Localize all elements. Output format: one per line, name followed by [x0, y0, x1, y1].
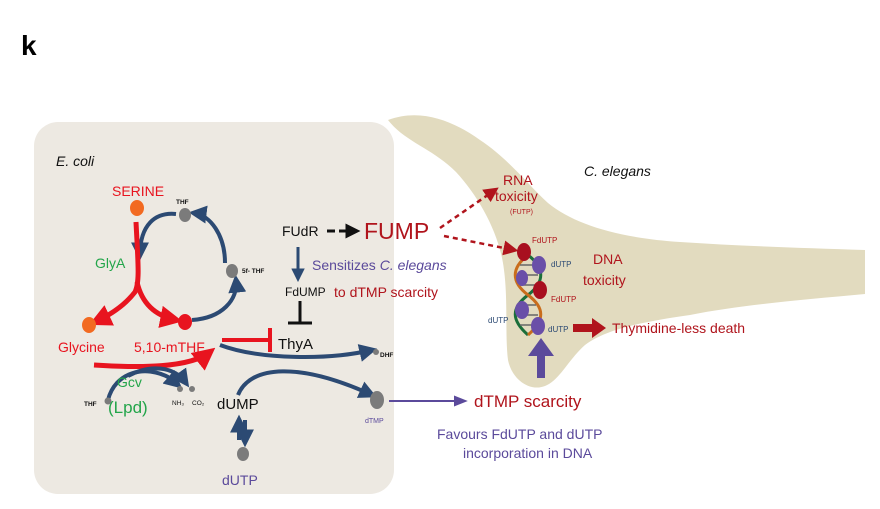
thf-bottom-label: THF [84, 401, 97, 408]
to-dtmp-scarcity-label: to dTMP scarcity [334, 284, 438, 300]
dtmp-label: dTMP [365, 418, 384, 425]
panel-letter: k [21, 30, 37, 61]
favours-line2: incorporation in DNA [463, 445, 593, 461]
incorporation-arrow [528, 338, 554, 378]
glya-label: GlyA [95, 255, 126, 271]
gcv-label: Gcv [117, 374, 142, 390]
nh3-node [177, 386, 183, 392]
dump-to-dtmp-arrow [236, 369, 377, 398]
dhf-label: DHF [380, 352, 393, 359]
glycine-label: Glycine [58, 339, 105, 355]
mthf-node [178, 314, 192, 330]
serine-to-glycine-arrow [88, 221, 141, 326]
dna-label: DNA [593, 251, 623, 267]
thf-bottom-node [104, 397, 112, 405]
fump-label: FUMP [364, 218, 429, 244]
celegans-label: C. elegans [584, 163, 651, 179]
gcv-co2-arrow [127, 366, 190, 388]
dump-label: dUMP [217, 396, 259, 413]
serine-to-mthf-arrow [134, 281, 183, 328]
thymidine-less-arrow [573, 318, 606, 338]
fump-to-rna-arrow [439, 187, 499, 230]
nh3-label: NH₃ [172, 400, 184, 407]
thf-top-node [179, 208, 191, 222]
mthf-label: 5,10-mTHF [134, 339, 205, 355]
thymidine-less-death-label: Thymidine-less death [612, 320, 745, 336]
dutp-node [237, 447, 249, 461]
sensitizes-label: Sensitizes C. elegans [312, 257, 447, 273]
futp-label: (FUTP) [510, 209, 533, 216]
5fthf-node [226, 264, 238, 278]
lpd-label: (Lpd) [108, 398, 148, 417]
serine-node [130, 200, 144, 216]
glycine-node [82, 317, 96, 333]
serine-label: SERINE [112, 183, 164, 199]
fdutp-label-2: FdUTP [551, 295, 576, 304]
dna-toxicity-label: toxicity [583, 272, 626, 288]
worm-body [388, 115, 865, 388]
dutp-helix-label-1: dUTP [551, 260, 571, 269]
5fthf-to-thf-arrow [188, 205, 227, 264]
thf-to-serine-arrow [131, 211, 177, 261]
dtmp-node [370, 391, 384, 409]
dutp-helix-label-2: dUTP [488, 316, 508, 325]
ecoli-label: E. coli [56, 153, 95, 169]
favours-line1: Favours FdUTP and dUTP [437, 426, 602, 442]
co2-label: CO₂ [192, 400, 205, 407]
rna-toxicity-label: toxicity [495, 188, 538, 204]
ecoli-cell-box [34, 122, 394, 494]
dutp-helix-label-3: dUTP [548, 325, 568, 334]
dutp-label: dUTP [222, 472, 258, 488]
mthf-to-dhf-arrow [219, 343, 378, 362]
thf-top-label: THF [176, 199, 189, 206]
fudr-label: FUdR [282, 223, 319, 239]
thya-label: ThyA [278, 336, 313, 353]
rna-label: RNA [503, 172, 533, 188]
dna-helix-icon [513, 243, 547, 337]
fdutp-label-1: FdUTP [532, 236, 557, 245]
fdump-label: FdUMP [285, 285, 326, 299]
dtmp-scarcity-label: dTMP scarcity [474, 392, 582, 411]
mthf-to-5fthf-arrow [191, 274, 247, 322]
5fthf-label: 5f- THF [242, 268, 264, 275]
co2-node [189, 386, 195, 392]
dhf-node [373, 349, 379, 355]
fump-to-dna-arrow [443, 234, 519, 256]
glycine-cleavage-arrow [93, 347, 216, 371]
